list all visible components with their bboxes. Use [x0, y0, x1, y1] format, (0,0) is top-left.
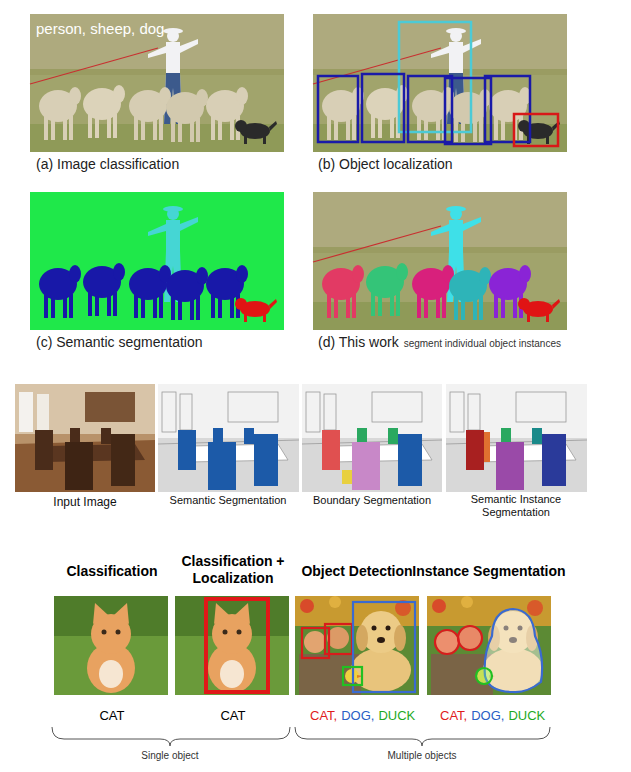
column-heading: Classification + Localization: [171, 553, 295, 587]
image-caption: Semantic Instance Segmentation: [448, 493, 584, 519]
image-caption: Semantic Segmentation: [158, 494, 299, 507]
class-label: CAT,: [310, 708, 337, 724]
overlay-text: person, sheep, dog: [36, 20, 164, 38]
class-label: DUCK: [508, 708, 545, 724]
panel-caption: (a) Image classification: [36, 156, 179, 173]
column-heading: Classification: [52, 563, 172, 580]
class-label: CAT: [193, 708, 273, 724]
panel-caption: (b) Object localization: [318, 156, 453, 173]
class-label: CAT: [72, 708, 152, 724]
bracket-label: Multiple objects: [362, 750, 482, 762]
column-heading: Instance Segmentation: [409, 563, 569, 580]
class-label: DOG,: [471, 708, 504, 724]
class-label: DOG,: [341, 708, 374, 724]
image-caption: Boundary Segmentation: [302, 494, 442, 507]
bracket-label: Single object: [110, 750, 230, 762]
class-label: CAT,: [440, 708, 467, 724]
class-label: DUCK: [378, 708, 415, 724]
panel-caption: (d) This work: [318, 334, 399, 351]
panel-caption: (c) Semantic segmentation: [36, 334, 203, 351]
panel-note: segment individual object instances: [404, 338, 561, 350]
image-caption: Input Image: [15, 495, 155, 509]
column-heading: Object Detection: [292, 563, 422, 580]
